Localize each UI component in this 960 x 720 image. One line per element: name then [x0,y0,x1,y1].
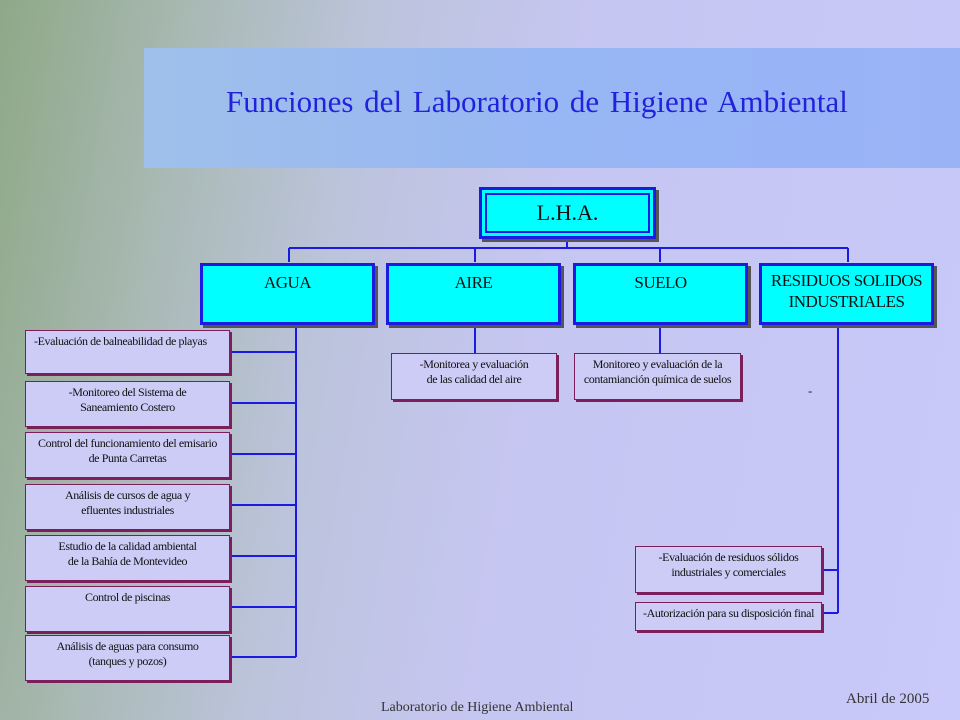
node-lha-label: L.H.A. [536,200,599,225]
residuos-item-1-line1: -Evaluación de residuos sólidos [658,550,799,564]
residuos-item-evaluacion: -Evaluación de residuos sólidos industri… [635,546,822,593]
agua-item-7-line2: (tanques y pozos) [88,654,167,668]
node-residuos-label-line1: RESIDUOS SOLIDOS [770,271,923,290]
node-residuos: RESIDUOS SOLIDOS INDUSTRIALES [759,263,934,325]
node-residuos-label-line2: INDUSTRIALES [788,292,905,312]
agua-item-4-line1: Análisis de cursos de agua y [64,488,191,502]
residuos-item-2-line1: -Autorización para su disposición final [642,606,814,620]
agua-item-consumo: Análisis de aguas para consumo (tanques … [25,635,230,681]
agua-item-6-line1: Control de piscinas [84,590,171,604]
agua-item-bahia: Estudio de la calidad ambiental de la Ba… [25,535,230,581]
suelo-item-line2: contamianción química de suelos [583,372,732,386]
aire-item-line1: -Monitorea y evaluación [419,357,529,371]
agua-item-2-line1: -Monitoreo del Sistema de [68,385,187,399]
title-band [144,48,960,168]
footer-lab-name: Laboratorio de Higiene Ambiental [381,700,574,715]
node-suelo: SUELO [573,263,748,325]
agua-item-cursos: Análisis de cursos de agua y efluentes i… [25,484,230,530]
aire-item-line2: de las calidad del aire [426,372,522,386]
agua-item-2-line2: Saneamiento Costero [80,400,175,414]
agua-item-balneabilidad: -Evaluación de balneabilidad de playas [25,330,230,374]
agua-item-3-line1: Control del funcionamiento del emisario [37,436,218,450]
footer-date: Abril de 2005 [846,691,930,707]
residuos-dash: - [808,383,813,398]
aire-item-monitoreo: -Monitorea y evaluación de las calidad d… [391,353,557,400]
agua-item-saneamiento: -Monitoreo del Sistema de Saneamiento Co… [25,381,230,427]
agua-item-emisario: Control del funcionamiento del emisario … [25,432,230,478]
node-suelo-label: SUELO [634,273,687,292]
residuos-item-1-line2: industriales y comerciales [671,565,786,579]
node-aire: AIRE [386,263,561,325]
node-aire-label: AIRE [454,273,493,292]
agua-item-7-line1: Análisis de aguas para consumo [56,639,199,653]
agua-item-4-line2: efluentes industriales [81,503,174,517]
agua-item-5-line2: de la Bahía de Montevideo [67,554,188,568]
page-title: Funciones del Laboratorio de Higiene Amb… [226,84,848,119]
node-agua-label: AGUA [263,273,312,292]
residuos-item-autorizacion: -Autorización para su disposición final [635,602,822,631]
agua-item-1-line1: -Evaluación de balneabilidad de playas [34,334,207,348]
node-agua: AGUA [200,263,375,325]
suelo-item-line1: Monitoreo y evaluación de la [592,357,723,371]
agua-item-piscinas: Control de piscinas [25,586,230,632]
agua-item-5-line1: Estudio de la calidad ambiental [58,539,197,553]
agua-item-3-line2: de Punta Carretas [88,451,167,465]
node-lha: L.H.A. [479,187,656,239]
suelo-item-monitoreo: Monitoreo y evaluación de la contamianci… [574,353,741,400]
